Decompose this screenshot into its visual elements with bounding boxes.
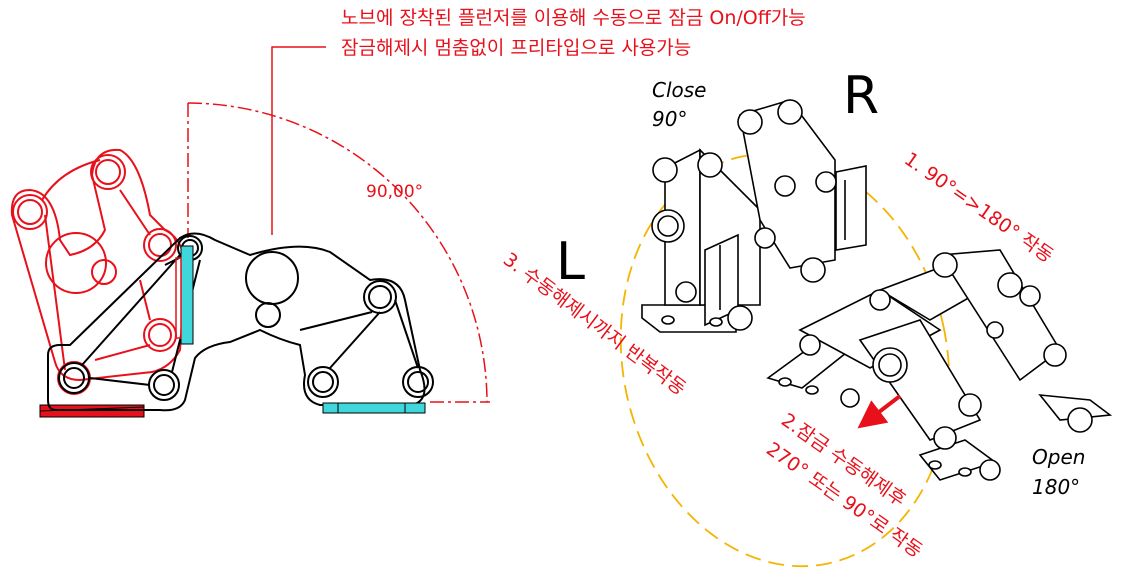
open-linkage-black [47,232,434,412]
left-2d-drawing [10,46,490,418]
open-state-label: Open [1032,445,1085,469]
annotation-line-1: 노브에 장착된 플런저를 이용해 수동으로 잠금 On/Off가능 [341,7,806,29]
closed-linkage-red [10,148,187,395]
step-1-label: 1. 90°=>180° 작동 [900,148,1057,267]
close-state-angle: 90° [652,107,687,131]
right-side-label: R [843,66,879,126]
annotation-line-2: 잠금해제시 멈춤없이 프리타입으로 사용가능 [341,37,691,59]
right-3d-illustration [619,99,1113,568]
angle-arc [187,102,488,403]
open-base-plate-cyan [322,402,426,414]
hinge-open-3d [766,249,1113,481]
open-state-angle: 180° [1032,475,1080,499]
direction-arrow [857,394,902,429]
hinge-closed-3d [641,99,867,333]
left-side-label: L [556,232,585,292]
angle-label: 90,00° [366,182,423,202]
close-state-label: Close [652,78,706,102]
rotation-orbit [619,152,951,568]
vertical-plate-cyan [180,245,194,345]
annotation-leader-line [271,46,326,235]
